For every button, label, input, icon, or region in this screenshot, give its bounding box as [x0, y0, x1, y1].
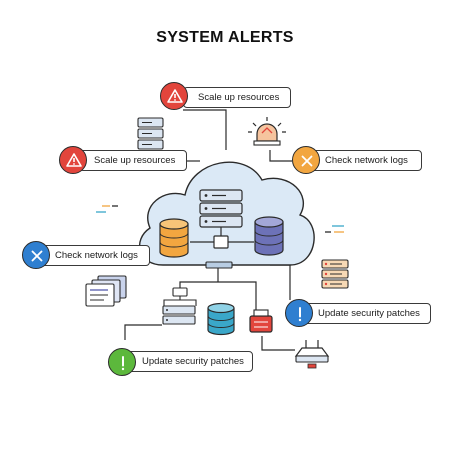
warning-icon	[66, 153, 82, 167]
server-stack-right	[321, 259, 349, 289]
alert-badge-network-right	[292, 146, 320, 174]
alert-label: Check network logs	[55, 250, 138, 261]
cloud-server-stack	[199, 189, 243, 228]
alert-label: Scale up resources	[198, 92, 280, 103]
alert-callout-scale-left[interactable]: Scale up resources	[79, 150, 187, 171]
cloud-hub	[190, 227, 254, 249]
purple-database	[254, 216, 284, 256]
connector-left-bottom	[124, 324, 162, 340]
alert-badge-scale-top	[160, 82, 188, 110]
connector-right-lower	[270, 264, 291, 300]
alert-callout-scale-top[interactable]: Scale up resources	[183, 87, 291, 108]
alert-badge-patches-bottom	[108, 348, 136, 376]
access-point-icon	[294, 340, 330, 369]
alert-label: Update security patches	[318, 308, 420, 319]
alert-label: Scale up resources	[94, 155, 176, 166]
alert-callout-network-left[interactable]: Check network logs	[40, 245, 150, 266]
orange-database	[159, 218, 189, 258]
warning-icon	[167, 89, 183, 103]
server-stack-top-left	[137, 117, 164, 150]
exclamation-icon	[298, 307, 302, 322]
alert-callout-network-right[interactable]: Check network logs	[310, 150, 422, 171]
connector-right-upper	[269, 150, 292, 162]
alert-label: Update security patches	[142, 356, 244, 367]
alert-badge-scale-left	[59, 146, 87, 174]
network-switch-icon	[162, 287, 197, 325]
router-icon	[249, 309, 273, 333]
close-icon	[301, 155, 313, 167]
cloud-port	[205, 261, 233, 269]
alert-callout-patches-right[interactable]: Update security patches	[303, 303, 431, 324]
alarm-light-icon	[248, 117, 286, 146]
alert-badge-network-left	[22, 241, 50, 269]
document-stack-icon	[85, 275, 127, 307]
teal-database	[207, 302, 235, 336]
alert-callout-patches-bottom[interactable]: Update security patches	[127, 351, 253, 372]
diagram-title: SYSTEM ALERTS	[156, 29, 294, 46]
decorative-dashes	[96, 205, 344, 233]
alert-label: Check network logs	[325, 155, 408, 166]
connector-top	[183, 109, 227, 150]
exclamation-icon	[121, 356, 125, 371]
connector-right-bottom	[261, 336, 295, 351]
close-icon	[31, 250, 43, 262]
alert-badge-patches-right	[285, 299, 313, 327]
